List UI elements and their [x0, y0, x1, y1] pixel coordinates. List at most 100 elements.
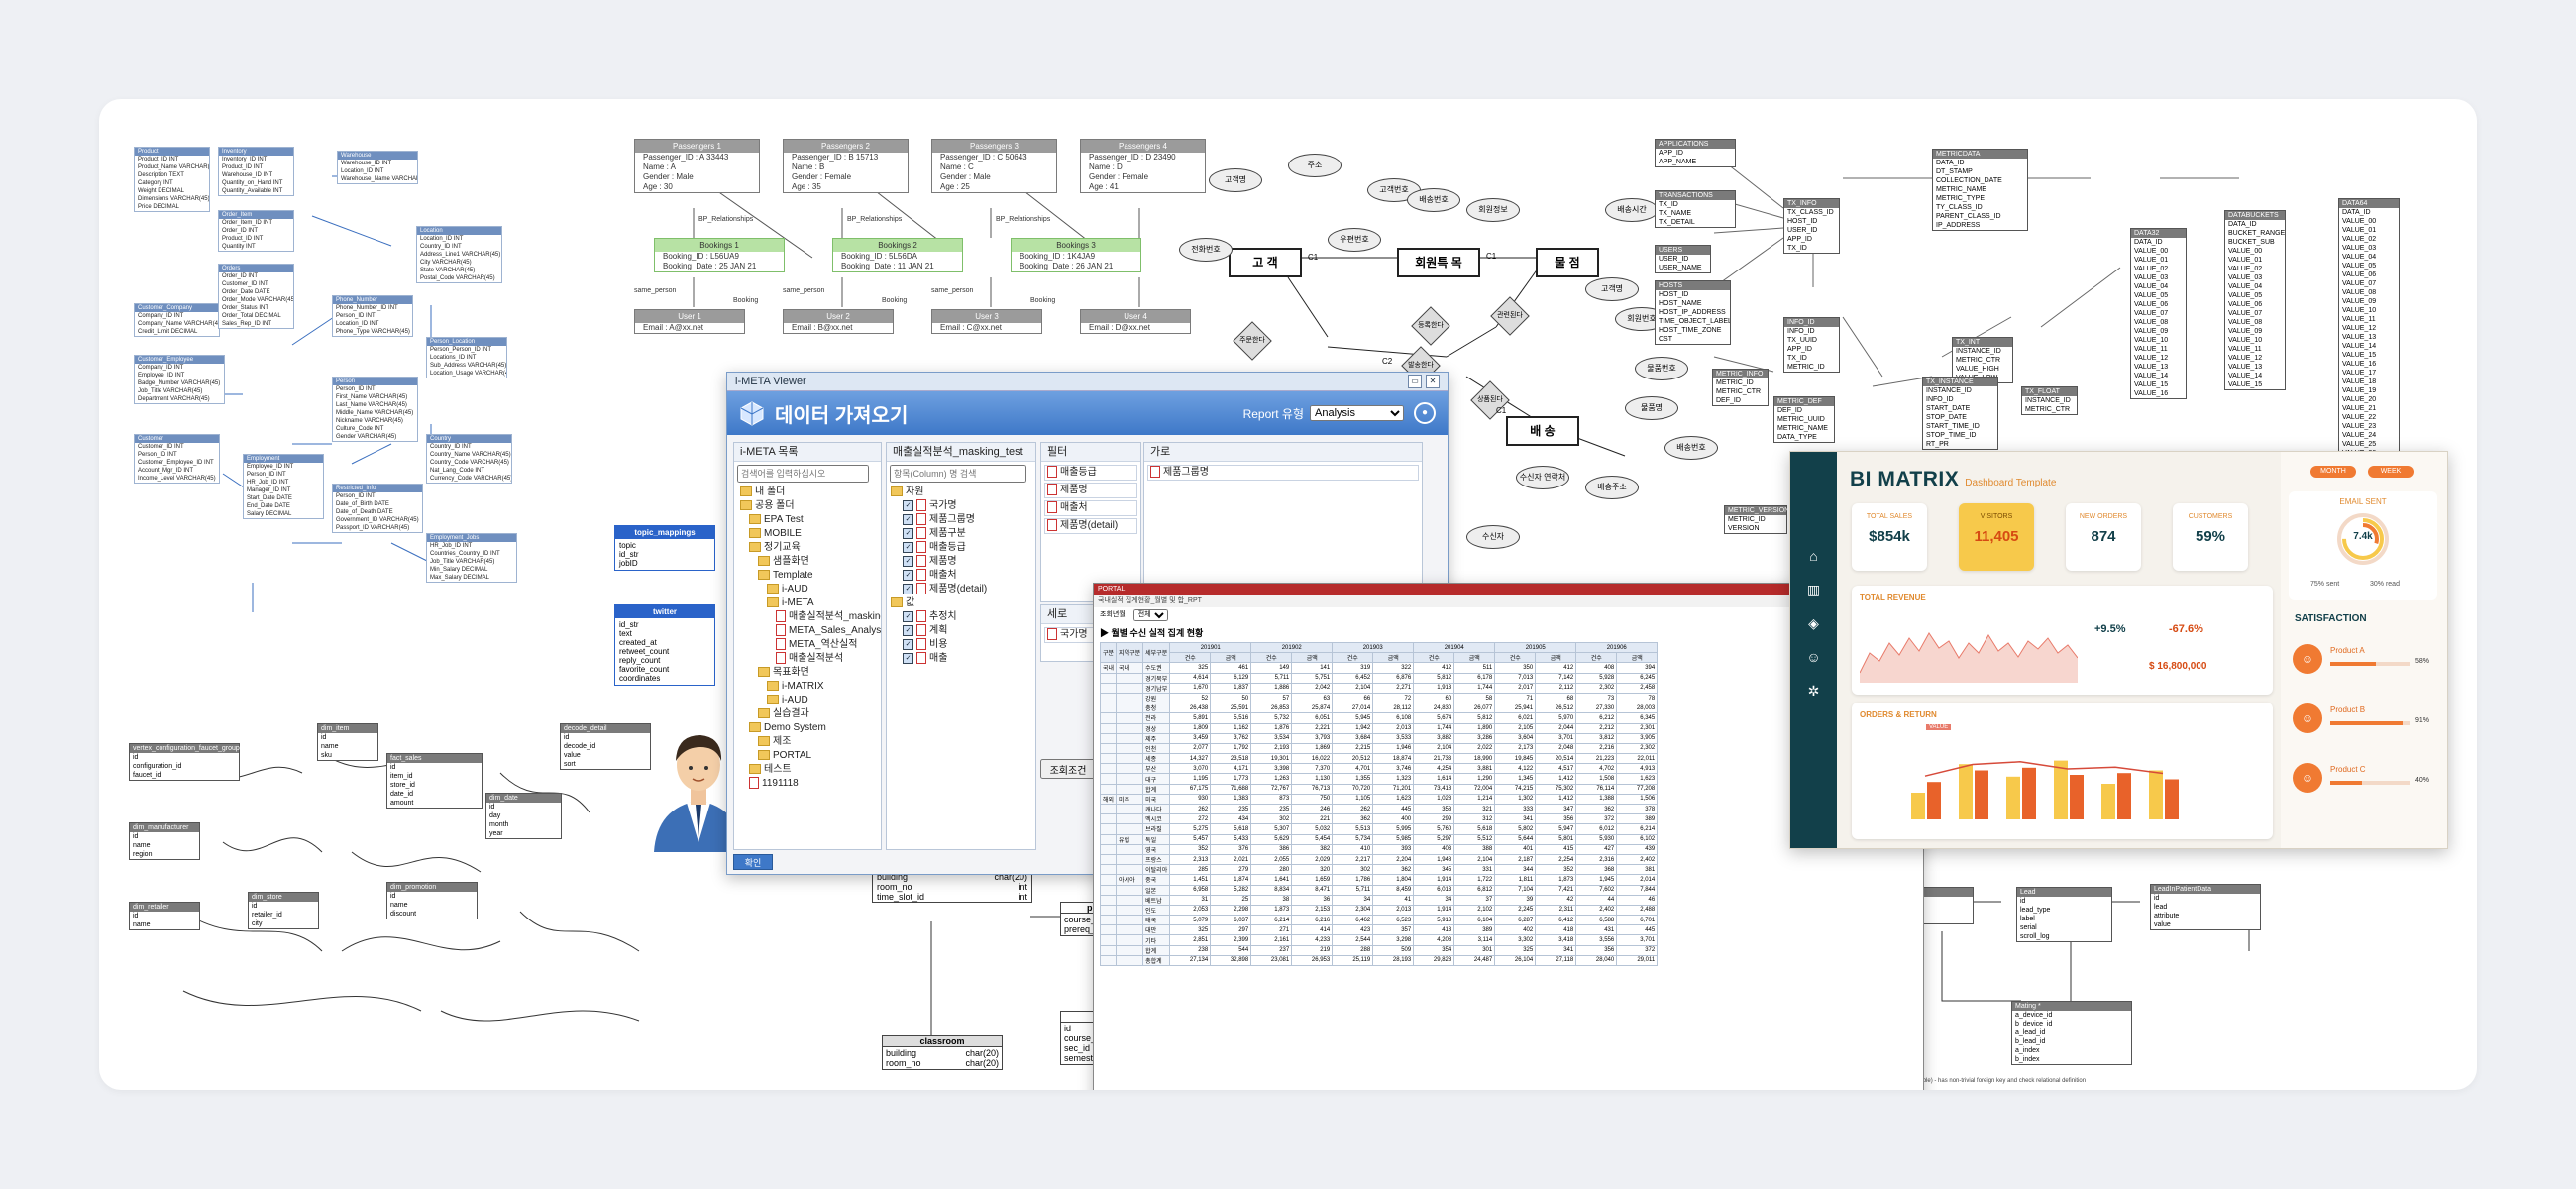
dataset-tree-item[interactable]: ✓계획	[891, 624, 1035, 638]
dataset-tree-item[interactable]: 자원	[891, 486, 1035, 499]
checkbox[interactable]: ✓	[903, 569, 913, 581]
er-relation-label: 주문한다	[1239, 337, 1265, 344]
catalog-tree-item[interactable]: i-AUD	[740, 694, 881, 707]
catalog-tree-item[interactable]: i-AUD	[740, 583, 881, 596]
dataset-tree-item[interactable]: ✓매출	[891, 652, 1035, 666]
table-cell: 27,118	[1535, 954, 1577, 967]
checkbox[interactable]: ✓	[903, 583, 913, 594]
table-column: Middle_Name VARCHAR(45)	[336, 410, 414, 416]
filter-items[interactable]: 매출처	[1044, 500, 1137, 516]
checkbox[interactable]: ✓	[903, 610, 913, 622]
home-icon[interactable]: ⌂	[1809, 548, 1818, 564]
table-column: VALUE_07	[2134, 310, 2169, 317]
catalog-tree-item[interactable]: 내 폴더	[740, 486, 881, 499]
minimize-icon[interactable]: ▭	[1408, 375, 1422, 389]
table-cell: 27,134	[1169, 954, 1212, 967]
catalog-tree-item[interactable]: 샘플화면	[740, 555, 881, 569]
table-cell: 6,021	[1494, 712, 1537, 724]
table-cell: 세종	[1142, 753, 1171, 765]
catalog-tree-item[interactable]: PORTAL	[740, 749, 881, 763]
table-column: Country_ID INT	[430, 444, 472, 450]
checkbox[interactable]: ✓	[903, 555, 913, 567]
close-icon[interactable]: ✕	[1426, 375, 1440, 389]
col-items[interactable]: 제품그룹명	[1147, 465, 1419, 481]
gear-icon[interactable]: ✲	[1807, 683, 1820, 699]
product-bar	[2330, 662, 2410, 666]
table-cell: 6,412	[1535, 915, 1577, 926]
dataset-tree-item[interactable]: ✓추정치	[891, 610, 1035, 624]
checkbox[interactable]: ✓	[903, 624, 913, 636]
table-column: VALUE_01	[2342, 227, 2377, 234]
dataset-tree-item[interactable]: ✓국가명	[891, 499, 1035, 513]
table-column: Customer_ID INT	[222, 281, 268, 287]
dataset-tree-item[interactable]: 값	[891, 596, 1035, 610]
catalog-tree-item[interactable]: i-MATRIX	[740, 680, 881, 694]
column-search-input[interactable]	[890, 465, 1026, 483]
catalog-tree-item[interactable]: 1191118	[740, 777, 881, 791]
catalog-tree-item[interactable]: i-META	[740, 596, 881, 610]
month-header: 201906	[1575, 641, 1659, 654]
dataset-tree-item[interactable]: ✓제품명	[891, 555, 1035, 569]
dataset-tree-item[interactable]: ✓매출등급	[891, 541, 1035, 555]
dataset-tree-item[interactable]: ✓제품명(detail)	[891, 583, 1035, 596]
tab-week[interactable]: WEEK	[2368, 466, 2414, 478]
table-column: RT_PR	[1926, 441, 1949, 448]
table-cell: 356	[1535, 813, 1577, 825]
checkbox[interactable]: ✓	[903, 638, 913, 650]
catalog-tree-item[interactable]: Demo System	[740, 721, 881, 735]
table-cell: 3,459	[1169, 732, 1212, 744]
catalog-tree-item[interactable]: META_역산실적	[740, 638, 881, 652]
table-column: VALUE_09	[2134, 328, 2169, 335]
catalog-tree-item[interactable]: 매출실적분석_masking	[740, 610, 881, 624]
kpi-total-sales[interactable]: TOTAL SALES$854k	[1852, 503, 1927, 571]
filter-items[interactable]: 매출등급	[1044, 465, 1137, 481]
user-field: Email : A@xx.net	[643, 323, 704, 332]
settings-icon[interactable]: ●	[1414, 402, 1436, 424]
table-cell: 5,079	[1169, 915, 1212, 926]
checkbox[interactable]: ✓	[903, 513, 913, 525]
table-cell: 1,412	[1535, 773, 1577, 785]
checkbox[interactable]: ✓	[903, 499, 913, 511]
catalog-tree-item[interactable]: Template	[740, 569, 881, 583]
tab-month[interactable]: MONTH	[2310, 466, 2356, 478]
catalog-tree-item[interactable]: 실습결과	[740, 707, 881, 721]
chart-icon[interactable]: ▥	[1806, 582, 1821, 597]
report-type-select[interactable]: Analysis	[1310, 405, 1404, 421]
table-column: Job_Title VARCHAR(45)	[430, 559, 495, 565]
ok-button[interactable]: 확인	[733, 854, 773, 870]
field-icon	[1047, 466, 1057, 479]
catalog-tree-item[interactable]: 공용 폴더	[740, 499, 881, 513]
table-cell	[1116, 753, 1144, 765]
report-filter-select[interactable]: 전체	[1132, 608, 1168, 621]
catalog-tree-item[interactable]: 정기교육	[740, 541, 881, 555]
dataset-tree-item[interactable]: ✓비용	[891, 638, 1035, 652]
dataset-tree: 자원✓국가명✓제품그룹명✓제품구분✓매출등급✓제품명✓매출처✓제품명(detai…	[887, 486, 1035, 666]
box-icon[interactable]: ◈	[1808, 615, 1819, 631]
catalog-tree-item[interactable]: 테스트	[740, 763, 881, 777]
table-cell: 2,104	[1453, 853, 1496, 866]
tree-item-label: 테스트	[764, 764, 792, 775]
catalog-tree-item[interactable]: 제조	[740, 735, 881, 749]
catalog-tree-item[interactable]: MOBILE	[740, 527, 881, 541]
user-icon[interactable]: ☺	[1806, 649, 1821, 665]
filter-items[interactable]: 제품명	[1044, 483, 1137, 498]
checkbox[interactable]: ✓	[903, 527, 913, 539]
catalog-tree-item[interactable]: 목표화면	[740, 666, 881, 680]
catalog-tree-item[interactable]: 매출실적분석	[740, 652, 881, 666]
catalog-search-input[interactable]	[737, 465, 869, 483]
query-condition-button[interactable]: 조회조건	[1040, 759, 1096, 779]
dataset-tree-item[interactable]: ✓제품구분	[891, 527, 1035, 541]
filter-items[interactable]: 제품명(detail)	[1044, 518, 1137, 534]
catalog-tree-item[interactable]: META_Sales_Analysis	[740, 624, 881, 638]
catalog-tree-item[interactable]: EPA Test	[740, 513, 881, 527]
checkbox[interactable]: ✓	[903, 652, 913, 664]
dataset-tree-item[interactable]: ✓매출처	[891, 569, 1035, 583]
checkbox[interactable]: ✓	[903, 541, 913, 553]
table-cell: 프랑스	[1142, 853, 1171, 866]
dataset-tree-item[interactable]: ✓제품그룹명	[891, 513, 1035, 527]
